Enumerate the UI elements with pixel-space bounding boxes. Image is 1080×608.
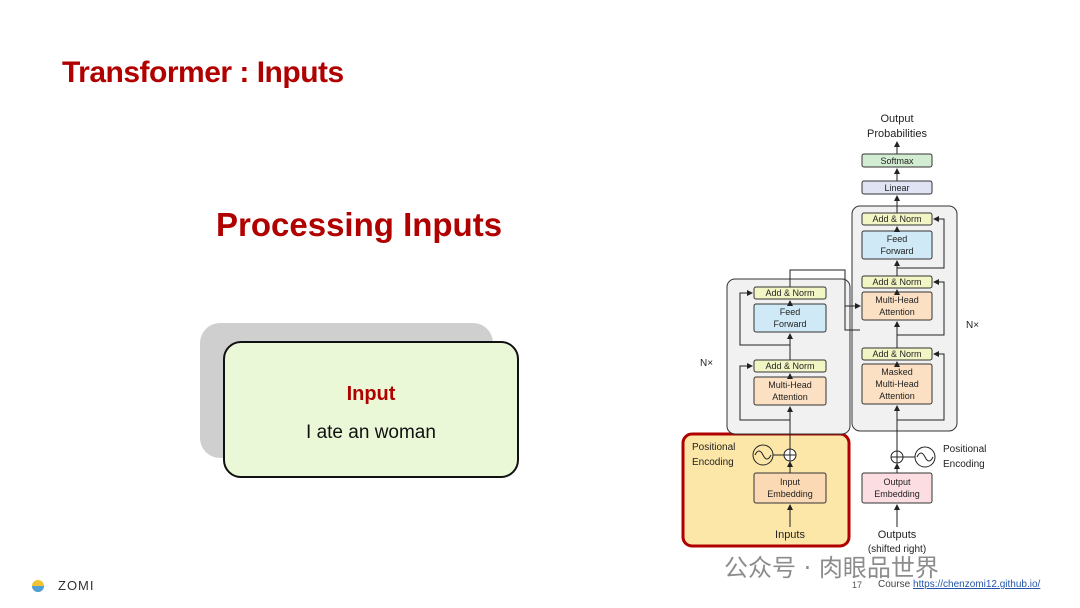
masked-label-2: Multi-Head <box>875 379 919 389</box>
course-footer: Course https://chenzomi12.github.io/ <box>878 579 1040 590</box>
encoder-pos-enc-label-1: Positional <box>692 442 735 453</box>
encoder-add-norm-1-label: Add & Norm <box>765 361 814 371</box>
linear-label: Linear <box>884 183 909 193</box>
outputs-label-2: (shifted right) <box>868 544 926 555</box>
decoder-nx-label: N× <box>966 320 979 331</box>
outputs-label-1: Outputs <box>878 529 917 541</box>
decoder-add-norm-1-label: Add & Norm <box>872 349 921 359</box>
decoder-mha-label-2: Attention <box>879 307 915 317</box>
decoder-feed-label-2: Forward <box>880 246 913 256</box>
decoder-feed-label-1: Feed <box>887 234 908 244</box>
encoder-nx-label: N× <box>700 358 713 369</box>
softmax-label: Softmax <box>880 156 914 166</box>
output-probabilities-label-2: Probabilities <box>867 128 927 140</box>
decoder-add-norm-2-label: Add & Norm <box>872 277 921 287</box>
encoder-add-norm-2-label: Add & Norm <box>765 288 814 298</box>
input-embedding-label-2: Embedding <box>767 489 813 499</box>
slide-title: Transformer : Inputs <box>62 56 344 89</box>
encoder-pos-enc-label-2: Encoding <box>692 457 734 468</box>
page-number: 17 <box>852 580 863 590</box>
output-embedding-label-1: Output <box>883 477 911 487</box>
encoder-feed-label-2: Forward <box>773 319 806 329</box>
input-embedding-label-1: Input <box>780 477 801 487</box>
decoder-add-norm-3-label: Add & Norm <box>872 214 921 224</box>
zomi-logo-icon <box>32 580 44 592</box>
course-link[interactable]: https://chenzomi12.github.io/ <box>913 579 1041 590</box>
decoder-pos-enc-label-2: Encoding <box>943 459 985 470</box>
masked-label-3: Attention <box>879 391 915 401</box>
brand-name: ZOMI <box>58 578 95 593</box>
section-heading: Processing Inputs <box>216 206 503 243</box>
encoder-mha-label-2: Attention <box>772 392 808 402</box>
decoder-mha-label-1: Multi-Head <box>875 295 919 305</box>
output-probabilities-label-1: Output <box>880 113 913 125</box>
watermark: 公众号 · 肉眼品世界 <box>724 554 939 582</box>
encoder-block <box>726 278 851 435</box>
encoder-feed-label-1: Feed <box>780 307 801 317</box>
encoder-mha-label-1: Multi-Head <box>768 380 812 390</box>
masked-label-1: Masked <box>881 367 913 377</box>
input-card-text: I ate an woman <box>306 422 436 443</box>
input-card: Input I ate an woman <box>223 341 519 478</box>
inputs-label: Inputs <box>775 529 805 541</box>
decoder-pos-enc-label-1: Positional <box>943 444 986 455</box>
course-label: Course <box>878 579 911 590</box>
output-embedding-label-2: Embedding <box>874 489 920 499</box>
input-card-heading: Input <box>346 383 396 405</box>
